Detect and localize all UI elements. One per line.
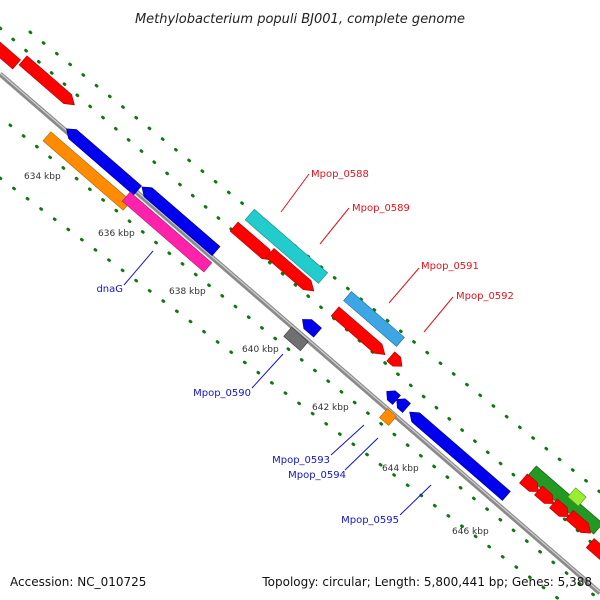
gene-label-mpop-0588: Mpop_0588 [311, 169, 369, 180]
tick-label: 638 kbp [169, 287, 206, 297]
tick-label: 634 kbp [24, 172, 61, 182]
leader-line-mpop-0594 [344, 437, 379, 471]
gene-blue-arrow [302, 319, 322, 338]
topology-text: Topology: circular; Length: 5,800,441 bp… [261, 575, 592, 589]
leader-line-mpop-0595 [399, 484, 432, 516]
gene-label-mpop-0591: Mpop_0591 [421, 261, 479, 272]
gene-mpop-0593 [379, 408, 397, 426]
gene-label-mpop-0594: Mpop_0594 [288, 470, 346, 481]
gene-label-mpop-0595: Mpop_0595 [341, 515, 399, 526]
grid-lines [0, 26, 600, 600]
gene-label-mpop-0590: Mpop_0590 [193, 388, 251, 399]
gene-label-dnag: dnaG [96, 284, 123, 295]
label-leader-lines [123, 173, 454, 516]
gene-mpop-0590 [283, 326, 309, 352]
tick-label: 644 kbp [382, 464, 419, 474]
gene-label-mpop-0593: Mpop_0593 [272, 455, 330, 466]
map-title: Methylobacterium populi BJ001, complete … [135, 12, 465, 27]
gene-green-block [526, 465, 600, 535]
tick-label: 636 kbp [98, 229, 135, 239]
gene-lightgreen-block [567, 487, 587, 507]
inner-gene-track [66, 128, 511, 501]
gene-red-arrow [585, 538, 600, 560]
leader-line-dnag [123, 250, 154, 286]
outer-gene-track [0, 38, 600, 535]
gene-red-arrow [519, 473, 539, 492]
leader-line-mpop-0593 [330, 424, 365, 456]
gene-labels: Mpop_0588 Mpop_0589 Mpop_0591 Mpop_0592 … [96, 169, 513, 526]
innermost-gene-track [42, 131, 397, 426]
gene-red-arrow [330, 306, 386, 355]
gene-label-mpop-0589: Mpop_0589 [352, 203, 410, 214]
gene-mpop-0588 [244, 208, 329, 284]
gene-dnag [121, 191, 213, 273]
tick-label: 640 kbp [242, 345, 279, 355]
tick-label: 646 kbp [452, 527, 489, 537]
gene-label-mpop-0592: Mpop_0592 [456, 291, 514, 302]
leader-line-mpop-0589 [319, 207, 350, 245]
gene-red-arrow [18, 55, 75, 106]
grid-line-inner-1 [8, 123, 600, 600]
gene-mpop-0592 [386, 351, 403, 367]
gene-red-arrow [565, 509, 591, 534]
gene-orange-block [42, 131, 132, 211]
grid-line-outer-1 [0, 26, 600, 552]
tick-labels: 634 kbp 636 kbp 638 kbp 640 kbp 642 kbp … [24, 172, 489, 537]
accession-text: Accession: NC_010725 [10, 575, 146, 589]
mid-gene-track [229, 221, 600, 560]
gene-mpop-0589 [265, 248, 315, 292]
gene-blue-arrow [396, 398, 411, 413]
gene-mpop-0595 [409, 411, 511, 501]
leader-line-mpop-0591 [388, 267, 420, 304]
leader-line-mpop-0588 [280, 173, 310, 213]
gene-red-arrow [229, 221, 274, 261]
leader-line-mpop-0592 [423, 296, 454, 333]
gene-blue-arrow [141, 186, 221, 257]
gene-red-arrow [534, 485, 554, 504]
tick-label: 642 kbp [312, 403, 349, 413]
gene-red-arrow [0, 38, 21, 70]
gene-blue-arrow [66, 128, 142, 196]
leader-line-mpop-0590 [251, 353, 284, 389]
gene-red-arrow [549, 498, 569, 517]
gene-mpop-0591 [343, 291, 405, 347]
